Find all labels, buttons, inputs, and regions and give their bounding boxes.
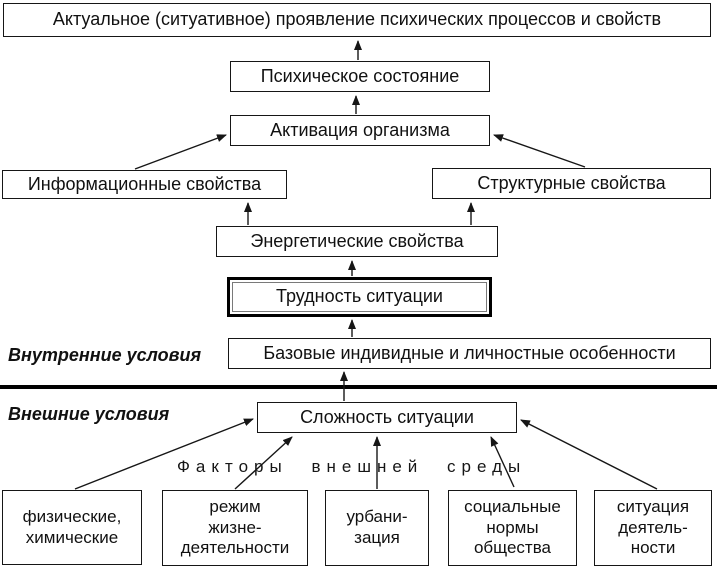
box-informational-properties: Информационные свойства	[2, 170, 287, 199]
box-physical-chemical: физические, химические	[2, 490, 142, 565]
external-conditions-label: Внешние условия	[8, 404, 170, 424]
box-activity-situation: ситуация деятель- ности	[594, 490, 712, 566]
box-structural-properties: Структурные свойства	[432, 168, 711, 199]
situation-difficulty-inner: Трудность ситуации	[232, 282, 487, 312]
internal-conditions-label: Внутренние условия	[8, 345, 202, 365]
box-energetic-properties: Энергетические свойства	[216, 226, 498, 257]
arrow-physical-to-complexity	[74, 418, 254, 490]
box-life-regime: режим жизне- деятельности	[162, 490, 308, 566]
conditions-divider	[0, 385, 717, 389]
arrow-situation-to-complexity	[520, 419, 658, 490]
box-actual-manifestation: Актуальное (ситуативное) проявление псих…	[3, 3, 711, 37]
environment-factors-label: Факторы внешней среды	[177, 457, 527, 476]
box-urbanization: урбани- зация	[325, 490, 429, 566]
box-situation-difficulty: Трудность ситуации	[227, 277, 492, 317]
arrow-structural-to-activation	[493, 134, 586, 168]
box-social-norms: социальные нормы общества	[448, 490, 577, 566]
arrow-informational-to-activation	[134, 134, 227, 170]
box-situation-complexity: Сложность ситуации	[257, 402, 517, 433]
box-organism-activation: Активация организма	[230, 115, 490, 146]
box-mental-state: Психическое состояние	[230, 61, 490, 92]
box-basic-features: Базовые индивидные и личностные особенно…	[228, 338, 711, 369]
